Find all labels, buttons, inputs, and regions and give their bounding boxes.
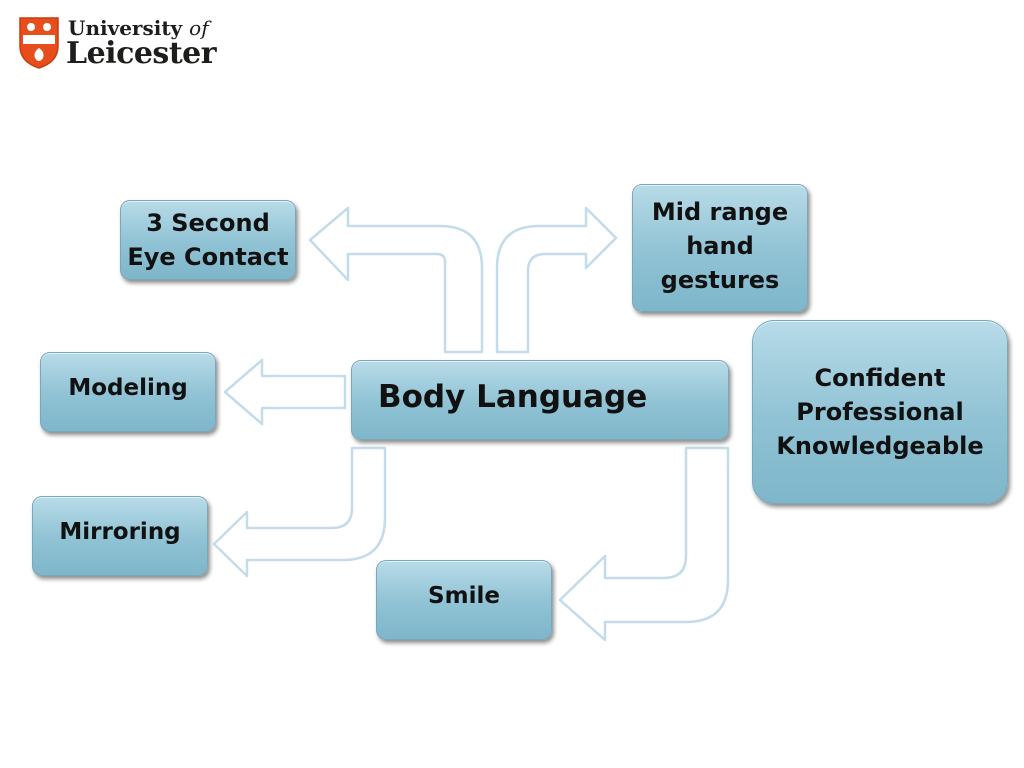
logo-line-leicester: Leicester xyxy=(66,36,217,71)
node-eye-contact: 3 Second Eye Contact xyxy=(120,200,296,280)
node-modeling: Modeling xyxy=(40,352,216,432)
arrow-to-eye-contact xyxy=(308,206,484,354)
node-mirroring: Mirroring xyxy=(32,496,208,576)
arrow-to-hand-gestures xyxy=(495,206,618,354)
node-body-language: Body Language xyxy=(351,360,729,440)
node-smile: Smile xyxy=(376,560,552,640)
university-logo: University of Leicester xyxy=(18,14,238,76)
arrow-to-smile xyxy=(558,446,730,642)
university-crest-icon xyxy=(19,17,59,69)
arrow-to-modeling xyxy=(223,358,347,426)
node-qualities: Confident Professional Knowledgeable xyxy=(752,320,1008,504)
arrow-to-mirroring xyxy=(212,446,387,578)
node-hand-gestures: Mid range hand gestures xyxy=(632,184,808,312)
logo-line-university: University of xyxy=(68,16,209,40)
